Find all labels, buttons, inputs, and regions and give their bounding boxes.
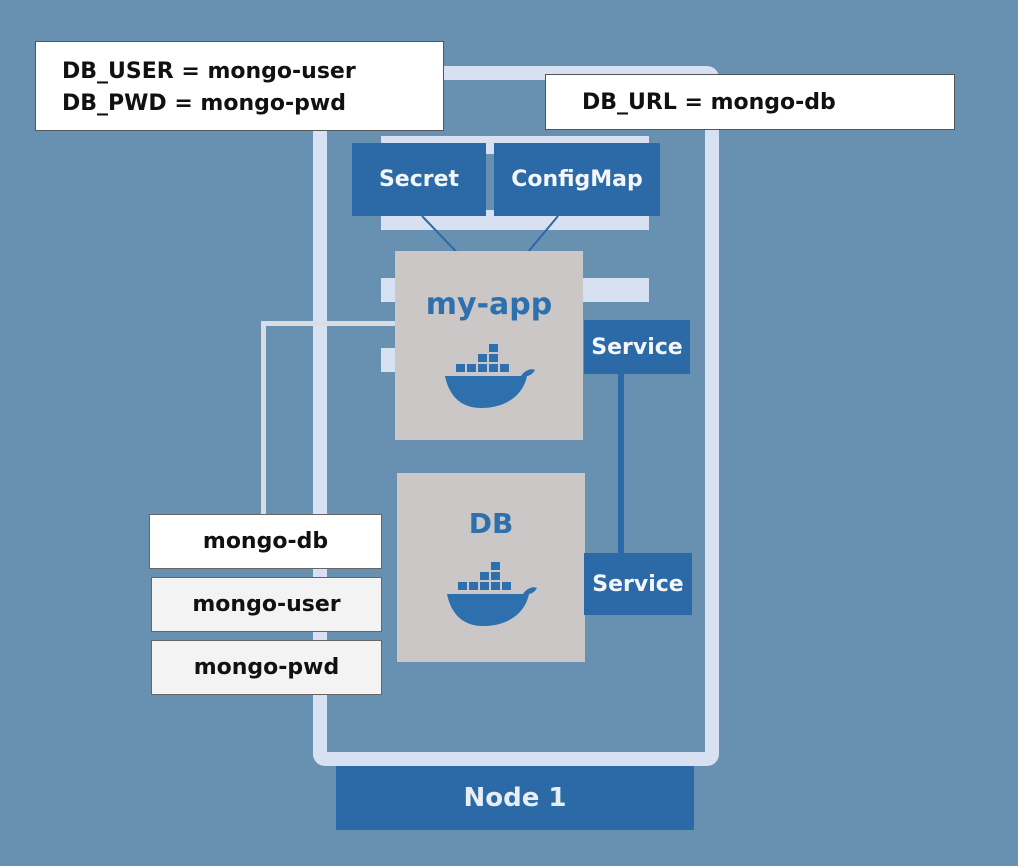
app-pod-title: my-app <box>425 287 553 322</box>
secret-note-line: DB_USER = mongo-user <box>62 59 356 84</box>
value-box-mongo-user: mongo-user <box>151 577 382 632</box>
service-link <box>618 368 624 558</box>
secret-note-line: DB_PWD = mongo-pwd <box>62 91 346 116</box>
configmap-values-note: DB_URL = mongo-db <box>545 74 955 130</box>
value-connector-v <box>261 321 266 515</box>
db-service-box: Service <box>584 553 692 615</box>
configmap-note-line: DB_URL = mongo-db <box>582 90 836 115</box>
db-pod: DB <box>397 473 585 662</box>
value-connector-h <box>261 321 395 326</box>
node-label: Node 1 <box>336 766 694 830</box>
configmap-box: ConfigMap <box>494 143 660 216</box>
secret-box: Secret <box>352 143 486 216</box>
value-box-mongo-pwd: mongo-pwd <box>151 640 382 695</box>
value-box-mongo-db: mongo-db <box>149 514 382 569</box>
db-pod-title: DB <box>468 507 514 540</box>
app-pod: my-app <box>395 251 583 440</box>
docker-whale-icon <box>445 344 535 408</box>
docker-whale-icon <box>447 562 537 626</box>
secret-values-note: DB_USER = mongo-user DB_PWD = mongo-pwd <box>35 41 444 131</box>
app-service-box: Service <box>584 320 690 374</box>
